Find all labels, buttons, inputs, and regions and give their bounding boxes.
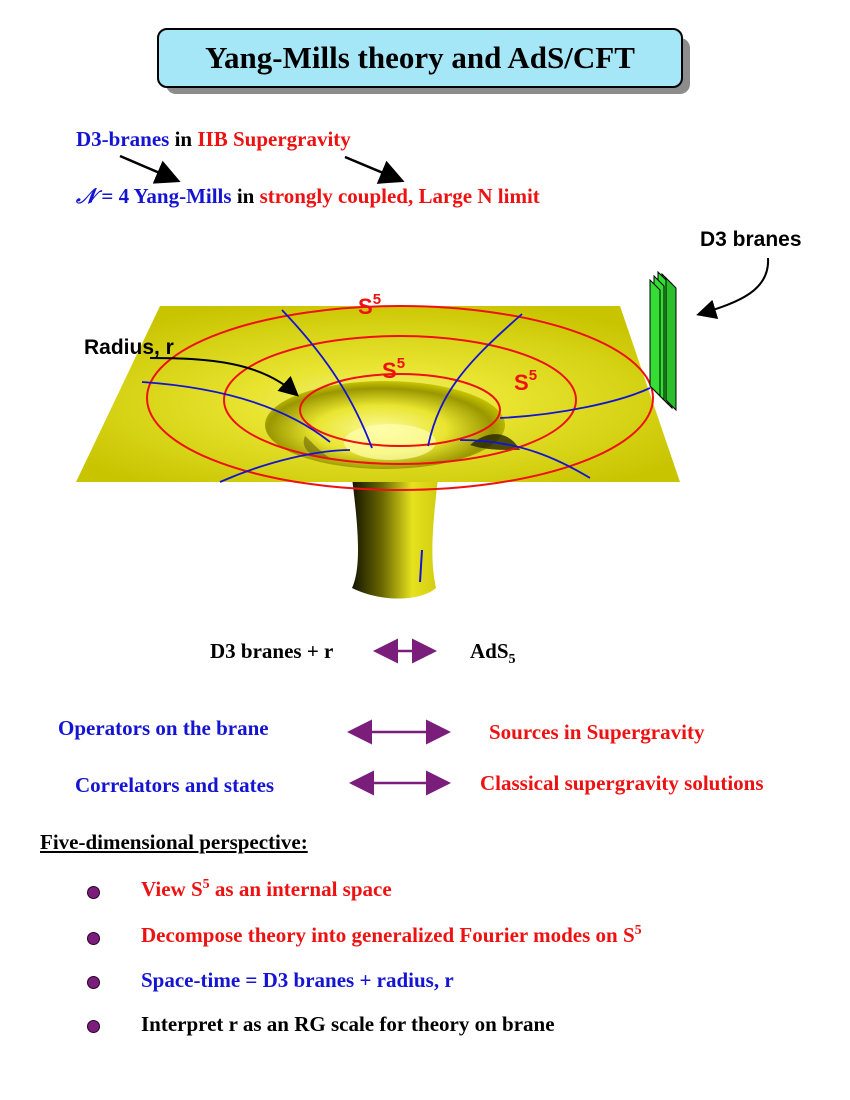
classical-solutions-text: Classical supergravity solutions — [480, 771, 764, 795]
ads5-label: AdS5 — [470, 639, 516, 668]
bullet-icon — [87, 886, 100, 899]
in-text: in — [169, 127, 198, 151]
s5-circle-outer — [146, 305, 654, 491]
header-line-2: 𝒩 = 4 Yang-Mills in strongly coupled, La… — [76, 184, 540, 209]
bullet-3-text: Space-time = D3 branes + radius, r — [141, 968, 454, 992]
throat-tube — [352, 478, 438, 599]
s5-circle-inner — [299, 373, 501, 447]
page-title: Yang-Mills theory and AdS/CFT — [205, 40, 635, 75]
arrow-2-icon — [344, 155, 405, 184]
sources-text: Sources in Supergravity — [489, 720, 705, 744]
bullet-1-text: View S5 as an internal space — [141, 877, 392, 901]
d3-branes-label: D3 branes — [700, 228, 802, 251]
ads-throat-figure: D3 branes Radius, r S5 S5 S5 — [76, 228, 802, 599]
d3-branes-plus-r: D3 branes + r — [210, 639, 334, 663]
bullet-icon — [87, 976, 100, 989]
iib-supergravity-text: IIB Supergravity — [197, 127, 351, 151]
strongly-coupled-text: strongly coupled, Large N limit — [259, 184, 540, 208]
radius-label: Radius, r — [84, 336, 174, 359]
s5-circle-middle — [223, 335, 577, 465]
operators-text: Operators on the brane — [58, 716, 269, 740]
correspondence-arrows — [347, 638, 451, 796]
bullet-icon — [87, 932, 100, 945]
perspective-heading: Five-dimensional perspective: — [40, 830, 308, 854]
correlators-text: Correlators and states — [75, 773, 275, 797]
s5-label-right: S5 — [514, 367, 537, 395]
bullet-2-text: Decompose theory into generalized Fourie… — [141, 923, 642, 947]
s5-label-outer: S5 — [358, 291, 381, 319]
d3-brane-stack — [649, 270, 677, 412]
radius-arrow-icon — [149, 357, 299, 397]
d3-branes-arrow-icon — [696, 257, 770, 319]
title-box: Yang-Mills theory and AdS/CFT — [157, 28, 683, 88]
in-text-2: in — [231, 184, 260, 208]
n-symbol: 𝒩 — [76, 184, 97, 208]
header-arrows — [119, 154, 405, 184]
arrow-1-icon — [119, 154, 181, 184]
bullet-4-text: Interpret r as an RG scale for theory on… — [141, 1012, 555, 1036]
header-line-1: D3-branes in IIB Supergravity — [76, 127, 351, 152]
d3-branes-text: D3-branes — [76, 127, 170, 151]
yang-mills-text: = 4 Yang-Mills — [96, 184, 232, 208]
s5-label-inner: S5 — [382, 355, 405, 383]
bullet-icon — [87, 1020, 100, 1033]
